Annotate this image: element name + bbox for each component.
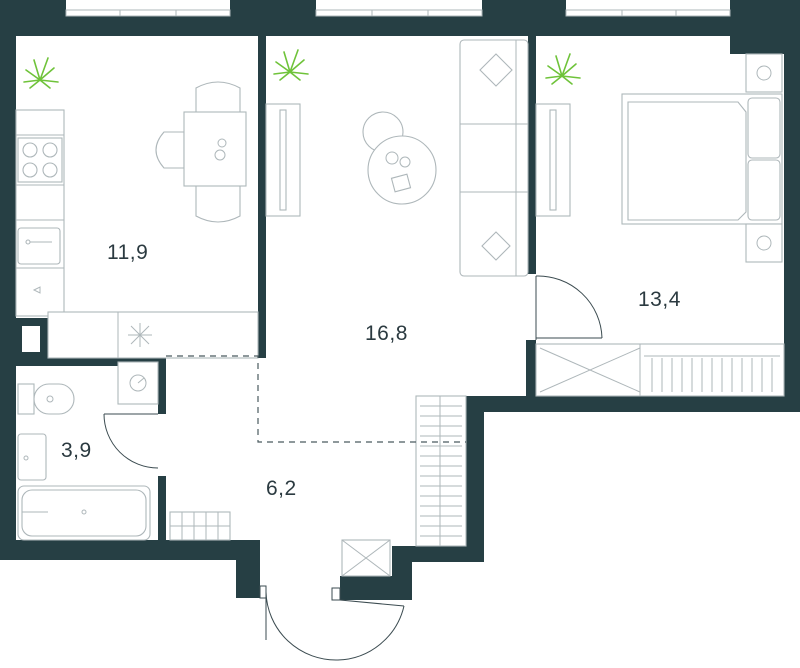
wardrobe-unit	[535, 103, 571, 217]
bathroom-door	[103, 413, 159, 469]
plant-icon	[545, 53, 581, 85]
nightstand-bottom	[745, 223, 783, 263]
area-label-hallway: 6,2	[266, 477, 297, 500]
sofa	[459, 39, 529, 277]
coffee-table	[362, 111, 437, 205]
area-label-kitchen: 11,9	[107, 241, 148, 264]
hood-icon	[128, 323, 152, 347]
bathtub-icon	[17, 485, 151, 541]
zone-boundary	[166, 355, 466, 443]
kitchen	[15, 57, 259, 359]
washing-machine-icon	[117, 361, 159, 405]
living-room	[265, 39, 529, 277]
bedroom	[535, 53, 785, 397]
shoe-rack	[169, 511, 231, 541]
utility-box	[341, 539, 391, 577]
area-label-bathroom: 3,9	[61, 439, 92, 462]
stove-icon	[17, 137, 63, 183]
hall-closet	[415, 395, 467, 547]
hallway	[169, 395, 467, 661]
nightstand-top	[745, 53, 783, 93]
windows	[65, 9, 731, 17]
plant-icon	[273, 49, 309, 81]
kitchen-sink-icon	[17, 227, 61, 265]
plant-icon	[23, 57, 59, 89]
washbasin-icon	[17, 433, 47, 481]
walls	[0, 0, 800, 600]
bedroom-door	[535, 275, 603, 340]
area-label-living-room: 16,8	[365, 322, 408, 345]
bed	[621, 93, 783, 225]
dining-table	[155, 81, 247, 223]
kitchen-counter-bottom	[47, 311, 259, 359]
bathroom	[17, 361, 159, 541]
entrance-door	[259, 585, 405, 661]
area-label-bedroom: 13,4	[638, 288, 681, 311]
dishwasher-icon	[32, 286, 41, 294]
closet	[535, 343, 785, 397]
tv-unit	[265, 103, 301, 217]
toilet-icon	[17, 383, 75, 415]
